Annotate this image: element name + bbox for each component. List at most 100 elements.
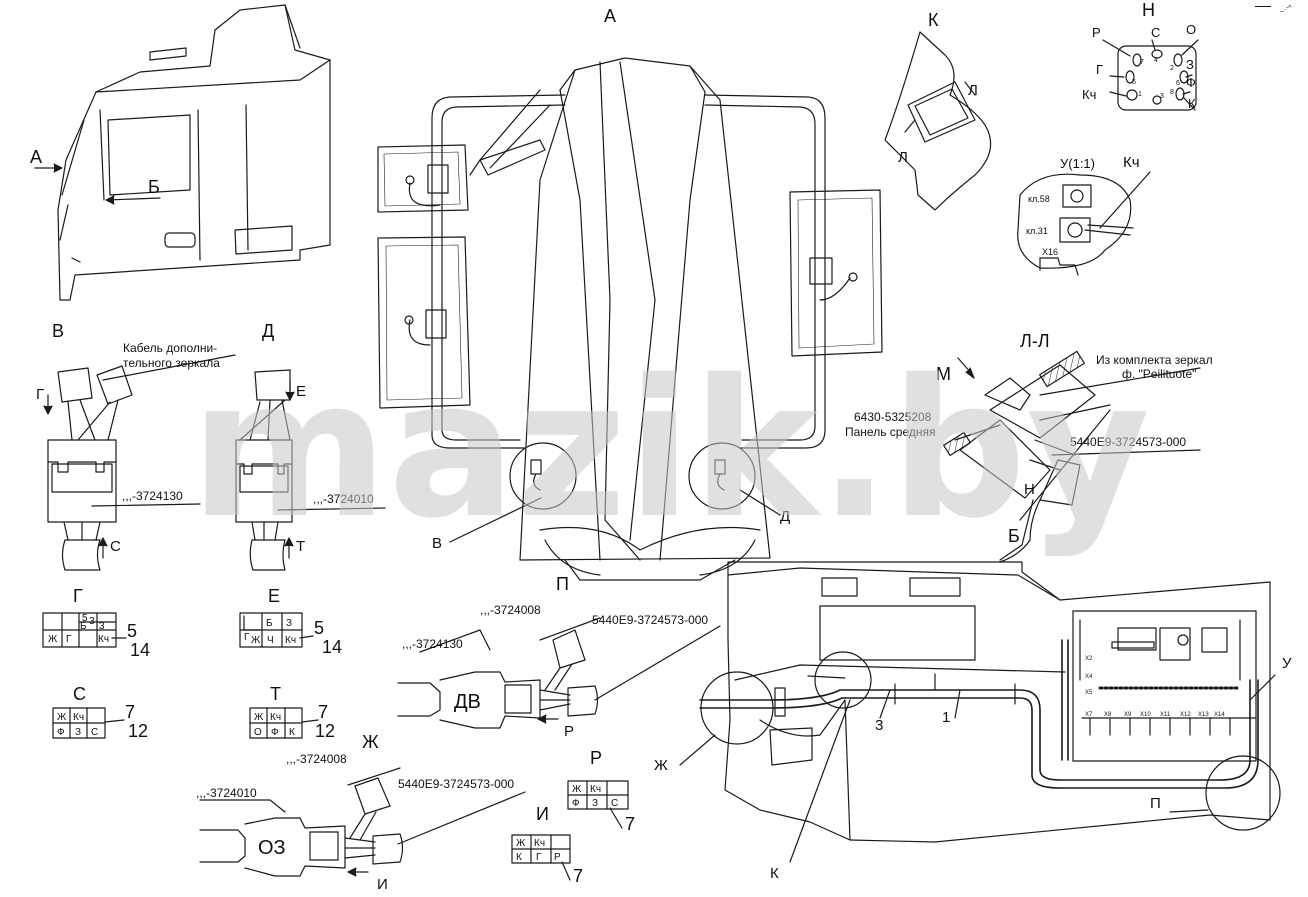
svg-text:7: 7 — [318, 702, 328, 722]
section-ll-label: Л-Л — [1020, 331, 1050, 351]
svg-text:Ж: Ж — [251, 635, 261, 646]
part-3724008-p: ,,,-3724008 — [480, 603, 541, 617]
connector-oz — [199, 767, 526, 877]
svg-text:Ф: Ф — [1186, 75, 1196, 90]
svg-text:Ж: Ж — [516, 838, 526, 849]
table-r-cells: Ж Кч Ф З С — [572, 784, 618, 809]
view-v-label: В — [52, 321, 64, 341]
arrow-g-label: Г — [36, 386, 44, 403]
fuse-board — [1072, 610, 1257, 762]
fuse-board-connector-tags: Х7 Х8 Х9 Х10 Х11 Х12 Х13 Х14 Х4 Х5 Х2 — [1085, 656, 1225, 718]
svg-text:14: 14 — [130, 640, 150, 660]
left-lower-mirror — [377, 236, 471, 409]
table-e-grid — [239, 612, 314, 648]
svg-text:С: С — [91, 727, 98, 738]
svg-text:С: С — [611, 798, 618, 809]
svg-text:Х10: Х10 — [1140, 712, 1151, 718]
part-5440-ll: 5440E9-3724573-000 — [1070, 435, 1186, 449]
detail-circle-d — [688, 442, 756, 510]
connector-h-face — [1102, 39, 1199, 111]
svg-text:3: 3 — [99, 621, 105, 632]
watermark: mazik.by — [190, 339, 1150, 560]
svg-text:Ф: Ф — [57, 727, 65, 738]
panel-name: Панель средняя — [845, 425, 936, 439]
view-b-arrow — [106, 197, 161, 201]
svg-text:З: З — [592, 798, 598, 809]
table-g-cells: 5 Б 3 3 Ж Г Кч — [48, 613, 109, 645]
svg-text:1: 1 — [1138, 91, 1142, 98]
svg-text:Р: Р — [1092, 25, 1101, 40]
svg-text:7: 7 — [625, 814, 635, 834]
svg-text:5: 5 — [82, 613, 88, 624]
view-b-dash-label: Б — [1008, 526, 1020, 546]
table-callouts: 5 14 5 14 7 12 7 12 7 7 — [125, 618, 635, 886]
view-h-label: Н — [1142, 0, 1155, 20]
connector-dv — [397, 617, 721, 729]
table-s-grid — [52, 707, 125, 739]
cable-label-line2: тельного зеркала — [123, 356, 220, 370]
svg-text:12: 12 — [128, 721, 148, 741]
svg-text:З: З — [75, 727, 81, 738]
callout-d-label: Д — [780, 508, 790, 525]
svg-text:14: 14 — [322, 637, 342, 657]
svg-text:Х12: Х12 — [1180, 712, 1191, 718]
callout-k-label: К — [770, 865, 779, 882]
svg-text:Кч: Кч — [590, 784, 601, 795]
table-r-grid — [567, 780, 629, 829]
table-g-grid — [42, 612, 127, 648]
svg-text:Х8: Х8 — [1104, 712, 1112, 718]
svg-text:О: О — [254, 727, 262, 738]
connector-h-pin-labels: Р С О Г З Ф Кч К — [1082, 22, 1196, 111]
leader-v — [449, 497, 542, 543]
callout-h-label: Н — [1024, 481, 1035, 498]
svg-text:Кч: Кч — [98, 634, 109, 645]
svg-text:Х9: Х9 — [1124, 712, 1132, 718]
part-3724130-v: ,,,-3724130 — [122, 489, 183, 503]
svg-text:Г: Г — [536, 852, 542, 863]
leader-zh — [679, 734, 716, 766]
svg-text:К: К — [289, 727, 295, 738]
mirror-rods — [431, 89, 826, 449]
svg-text:Ф: Ф — [572, 798, 580, 809]
leader-d — [739, 489, 781, 516]
svg-text:З: З — [286, 618, 292, 629]
dashboard-view — [724, 561, 1271, 843]
detail-circle-k — [814, 651, 872, 709]
connector-h-pin-numbers: 7 4 2 5 6 1 3 8 — [1132, 57, 1180, 100]
arrow-e-label: Е — [296, 383, 306, 400]
svg-text:Х7: Х7 — [1085, 712, 1093, 718]
oz-label: ОЗ — [258, 837, 286, 859]
view-e-label: Е — [268, 586, 280, 606]
view-p-label: П — [556, 574, 569, 594]
svg-text:Ж: Ж — [572, 784, 582, 795]
part-3724008-zh: ,,,-3724008 — [286, 752, 347, 766]
main-harness-route — [699, 639, 1259, 789]
svg-text:С: С — [1151, 25, 1160, 40]
view-r-label: Р — [590, 748, 602, 768]
svg-text:Кч: Кч — [270, 712, 281, 723]
view-b-cab-label: Б — [148, 177, 160, 197]
part-3724010-zh: ,,,-3724010 — [196, 786, 257, 800]
mirror-kit-line2: ф. "Peilituote" — [1122, 367, 1196, 381]
wire-1-label: 1 — [942, 709, 950, 726]
view-v-harness — [47, 354, 236, 571]
view-zh-label: Ж — [362, 732, 379, 752]
view-k-label: К — [928, 10, 939, 30]
svg-text:Кч: Кч — [73, 712, 84, 723]
callout-p-label: П — [1150, 795, 1161, 812]
part-5440-p: 5440E9-3724573-000 — [592, 613, 708, 627]
dv-label: ДВ — [454, 691, 481, 713]
view-a-top-label: А — [604, 6, 616, 26]
cab-side-view — [57, 4, 331, 301]
view-a-cab-label: А — [30, 147, 42, 167]
svg-text:Б: Б — [266, 618, 273, 629]
kch-u-label: Кч — [1123, 154, 1140, 171]
svg-text:Ф: Ф — [271, 727, 279, 738]
view-m-label: М — [936, 364, 951, 384]
right-mirror — [789, 189, 883, 357]
svg-text:7: 7 — [125, 702, 135, 722]
detail-circle-v — [509, 442, 577, 510]
view-t-label: Т — [270, 684, 281, 704]
arrow-r-label: Р — [564, 723, 574, 740]
